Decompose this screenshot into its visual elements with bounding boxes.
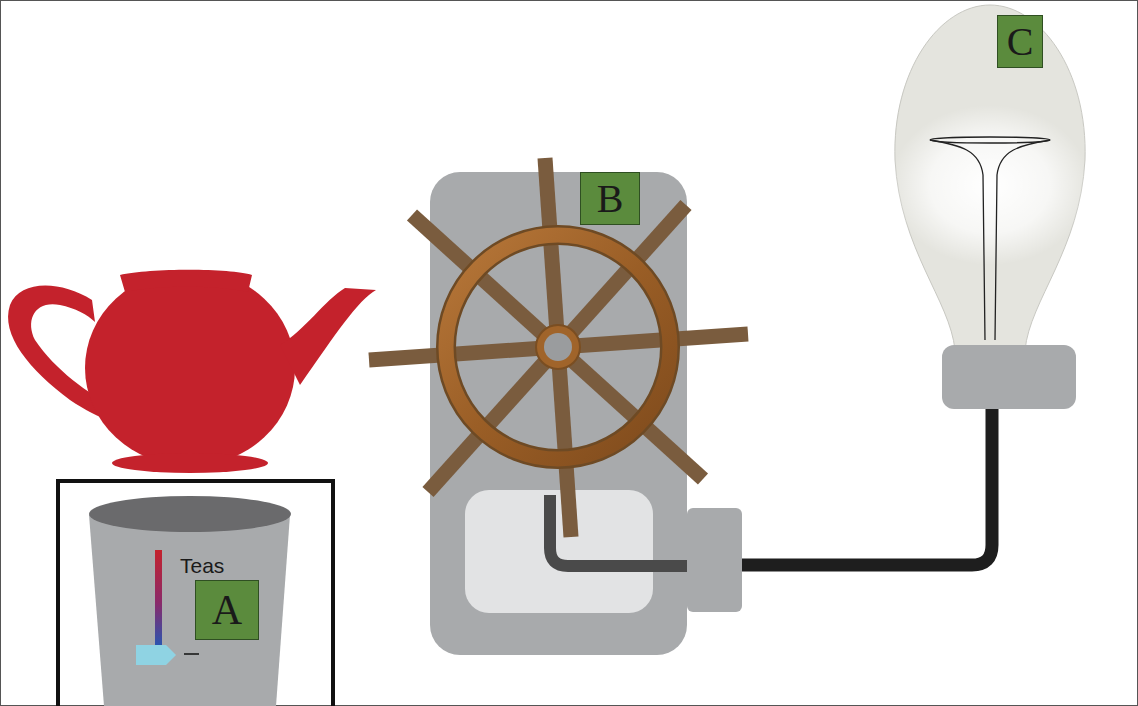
teapot — [8, 270, 376, 473]
cable-connector — [687, 508, 742, 612]
part-letter: B — [597, 179, 624, 219]
tea-container — [89, 496, 291, 706]
thermometer-pointer — [136, 645, 176, 665]
label-box: C — [997, 15, 1043, 68]
label-box: B — [580, 172, 640, 225]
container-label: Teas — [180, 555, 224, 576]
scale-tick — [184, 653, 199, 655]
part-letter: C — [1007, 22, 1034, 62]
thermometer — [155, 550, 162, 646]
part-letter: A — [212, 589, 242, 631]
stove-frame — [58, 481, 333, 706]
water-wheel — [369, 158, 748, 537]
generator-window — [465, 490, 653, 613]
light-bulb — [890, 5, 1090, 409]
label-box: A — [195, 580, 259, 640]
power-wire — [742, 405, 992, 565]
